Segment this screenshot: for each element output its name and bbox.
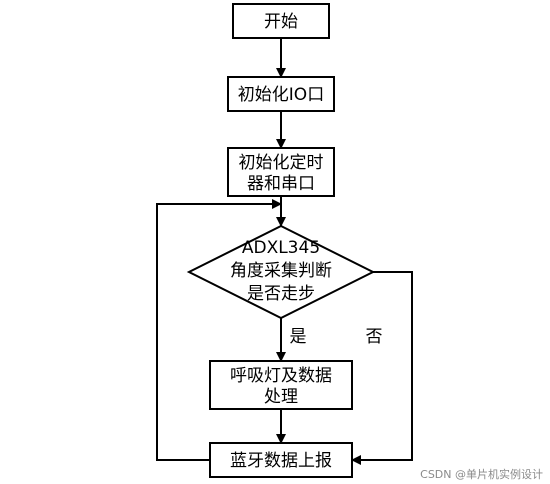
init-timer-node: 初始化定时 器和串口 <box>227 147 335 197</box>
init-io-node: 初始化IO口 <box>227 76 335 112</box>
decision-label-line1: ADXL345 <box>242 238 320 258</box>
csdn-watermark: CSDN @单片机实例设计 <box>420 467 543 481</box>
report-node: 蓝牙数据上报 <box>209 442 353 478</box>
edge-decision-no-to-report <box>351 271 413 465</box>
decision-label-line2: 角度采集判断 <box>230 261 332 281</box>
report-label: 蓝牙数据上报 <box>230 451 332 471</box>
init-timer-label-line2: 器和串口 <box>247 174 315 194</box>
decision-node: ADXL345 角度采集判断 是否走步 <box>186 224 376 320</box>
decision-label-line3: 是否走步 <box>247 284 315 304</box>
branch-yes-label: 是 <box>290 327 307 347</box>
process-label-line1: 呼吸灯及数据 <box>230 366 332 386</box>
process-box <box>209 360 353 410</box>
init-io-label: 初始化IO口 <box>238 85 324 105</box>
edge-loop-back-to-decision <box>156 199 282 461</box>
process-node: 呼吸灯及数据 处理 <box>209 360 353 410</box>
start-label: 开始 <box>264 12 298 32</box>
init-timer-label-line1: 初始化定时 <box>239 153 324 173</box>
start-node: 开始 <box>232 3 330 39</box>
branch-no-label: 否 <box>366 327 383 347</box>
process-label-line2: 处理 <box>264 387 298 407</box>
